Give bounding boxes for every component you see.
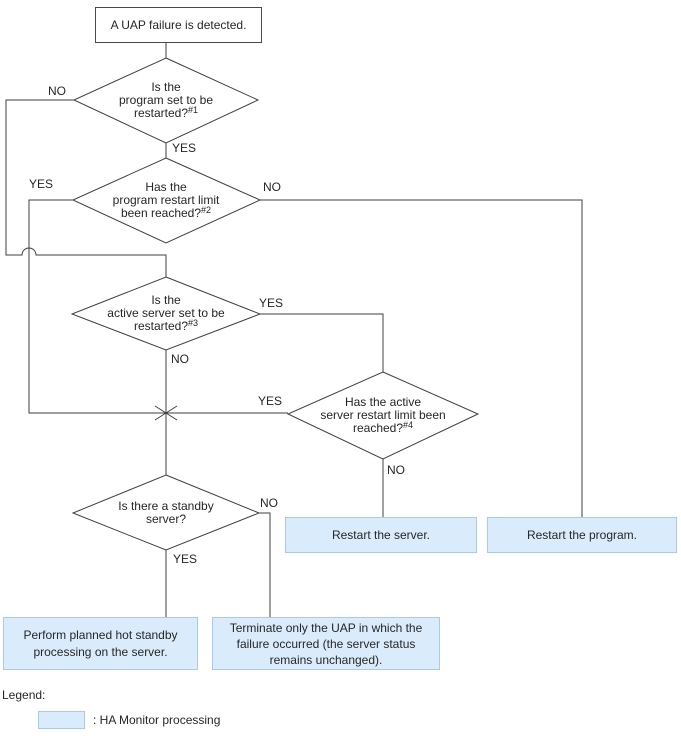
process-box-restart-server: Restart the server. [285, 517, 477, 553]
decision-1-line2: program set to be [118, 93, 214, 107]
process-box-hot-standby: Perform planned hot standby processing o… [3, 617, 198, 670]
legend-title: Legend: [2, 688, 46, 702]
junction-x-mark [154, 405, 178, 421]
branch-label-d5-yes: YES [173, 552, 198, 566]
start-box: A UAP failure is detected. [95, 7, 262, 43]
branch-label-d1-yes: YES [172, 141, 197, 155]
decision-3-label: Is the active server set to be restarted… [66, 294, 266, 334]
decision-4-question: reached? [352, 421, 404, 435]
process-box-restart-program-label: Restart the program. [526, 528, 638, 542]
decision-diamond-1 [72, 57, 260, 144]
branch-label-d3-yes: YES [259, 296, 284, 310]
decision-5-line2: server? [145, 512, 186, 526]
decision-4-line2: server restart limit been [320, 408, 446, 422]
decision-diamond-5 [71, 474, 261, 551]
branch-label-d4-yes: YES [258, 394, 283, 408]
decision-1-label: Is the program set to be restarted?#1 [66, 81, 266, 121]
decision-2-line2: program restart limit [112, 193, 220, 207]
process-box-terminate-uap-label: Terminate only the UAP in which the fail… [229, 620, 423, 667]
process-box-restart-program: Restart the program. [487, 517, 677, 553]
decision-3-line3: restarted?#3 [66, 318, 266, 334]
decision-4-line1: Has the active [344, 395, 422, 409]
branch-label-d1-no: NO [48, 84, 66, 98]
decision-1-footnote-ref: #1 [188, 105, 199, 115]
process-box-terminate-uap: Terminate only the UAP in which the fail… [212, 617, 440, 670]
decision-3-footnote-ref: #3 [188, 318, 199, 328]
decision-3-line2: active server set to be [107, 306, 225, 320]
connector-d2-no [260, 199, 583, 517]
decision-4-label: Has the active server restart limit been… [283, 396, 483, 436]
process-box-hot-standby-label: Perform planned hot standby processing o… [23, 627, 178, 659]
decision-4-line3: reached?#4 [283, 420, 483, 436]
branch-label-d2-no: NO [263, 180, 281, 194]
decision-4-footnote-ref: #4 [403, 420, 414, 430]
branch-label-d5-no: NO [260, 496, 278, 510]
decision-5-line1: Is there a standby [118, 499, 214, 513]
branch-label-d3-no: NO [171, 352, 189, 366]
connector-d5-no [257, 512, 271, 617]
legend-ha-monitor-entry: : HA Monitor processing [93, 713, 221, 727]
decision-1-question: restarted? [133, 106, 188, 120]
decision-3-line1: Is the [151, 293, 181, 307]
decision-2-line3: been reached?#2 [66, 205, 266, 221]
decision-2-label: Has the program restart limit been reach… [66, 181, 266, 221]
decision-2-line1: Has the [145, 180, 187, 194]
branch-label-d4-no: NO [387, 463, 405, 477]
decision-2-footnote-ref: #2 [201, 205, 212, 215]
legend-ha-monitor-swatch [38, 711, 85, 729]
connector-d1-no-with-hop [5, 99, 167, 277]
start-box-label: A UAP failure is detected. [110, 18, 247, 32]
decision-diamond-4 [286, 371, 480, 460]
process-box-restart-server-label: Restart the server. [331, 528, 431, 542]
connector-d2-yes-merge [28, 199, 288, 414]
decision-1-line1: Is the [151, 80, 181, 94]
connector-d3-yes [260, 313, 384, 372]
decision-1-line3: restarted?#1 [66, 105, 266, 121]
decision-diamond-3 [70, 276, 262, 351]
decision-5-label: Is there a standby server? [66, 500, 266, 526]
decision-3-question: restarted? [133, 319, 188, 333]
decision-2-question: been reached? [120, 206, 202, 220]
decision-diamond-2 [71, 157, 262, 244]
branch-label-d2-yes: YES [29, 177, 54, 191]
